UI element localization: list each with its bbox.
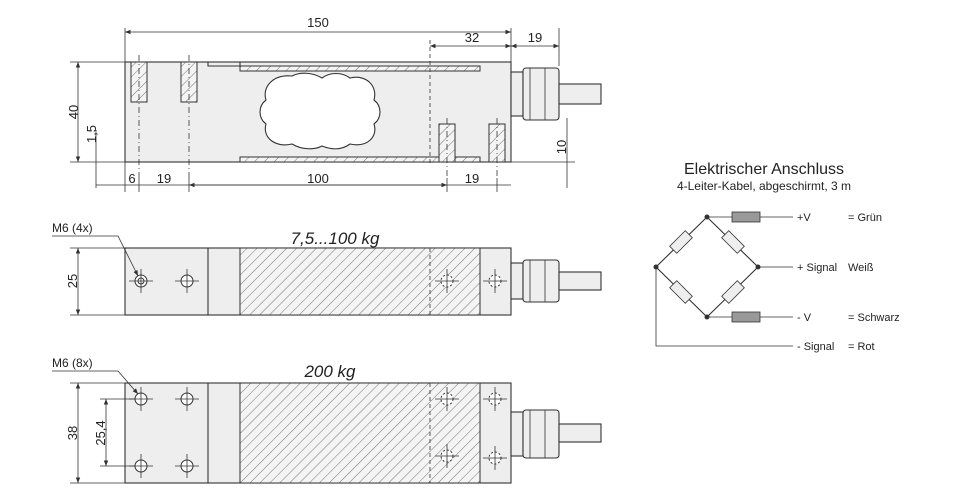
bridge-resistor-3 [669,280,693,304]
wire-signal-4: - Signal [797,341,834,353]
dim-25: 25 [65,274,80,288]
series-resistor-top [731,211,761,223]
dim-150: 150 [307,15,329,30]
cable-gland-base-large [510,411,524,457]
capacity-label-large: 200 kg [303,362,356,381]
dim-1-5: 1,5 [84,125,99,143]
dim-19-connector: 19 [528,30,542,45]
dim-40: 40 [66,105,81,119]
cable-gland-base [510,71,524,117]
wire-color-2: Weiß [848,262,874,274]
thread-hole-right-1 [438,123,456,163]
bottom-strip [239,156,481,163]
bridge-resistor-1 [669,230,693,254]
wire-color-1: = Grün [848,212,882,224]
dim-10: 10 [554,140,569,154]
dim-19-left: 19 [157,171,171,186]
bridge-resistor-2 [721,230,745,254]
cable-gland-nut-large [522,409,560,459]
thread-hole-right-2 [488,123,506,163]
dim-6: 6 [128,171,135,186]
wire-signal-2: + Signal [797,262,837,274]
wiring-diagram: Elektrischer Anschluss 4-Leiter-Kabel, a… [653,161,900,353]
wiring-subtitle: 4-Leiter-Kabel, abgeschirmt, 3 m [677,179,851,193]
wheatstone-bridge [655,216,759,318]
wire-color-4: = Rot [848,341,875,353]
capacity-label-small: 7,5...100 kg [291,229,380,248]
cable [558,83,602,105]
dim-100: 100 [307,171,329,186]
bridge-resistor-4 [721,280,745,304]
dim-32: 32 [465,30,479,45]
cable-large [558,423,602,443]
hatched-area-large [239,382,481,484]
series-resistor-bottom [731,311,761,323]
top-view-large: 200 kg M6 (8x) 38 [52,356,602,484]
thread-label-large: M6 (8x) [52,356,93,370]
top-strip [239,65,481,72]
binocular-cutout [259,72,381,150]
hatched-area-small [239,247,481,316]
cable-small [558,271,602,291]
cable-gland-nut-small [522,259,560,303]
side-view: 150 32 19 40 1,5 10 6 19 100 19 [66,15,602,192]
thread-label-small: M6 (4x) [52,221,93,235]
dim-25-4: 25,4 [93,420,108,445]
cable-gland-nut [522,67,560,121]
wiring-title: Elektrischer Anschluss [684,161,844,178]
wire-color-3: = Schwarz [848,312,900,324]
dim-19-right: 19 [465,171,479,186]
top-view-small: 7,5...100 kg M6 (4x) 25 [52,221,602,316]
wire-signal-1: +V [797,212,811,224]
cable-gland-base-small [510,262,524,300]
top-step [207,62,241,67]
dim-38: 38 [65,426,80,440]
wire-signal-3: - V [797,312,812,324]
